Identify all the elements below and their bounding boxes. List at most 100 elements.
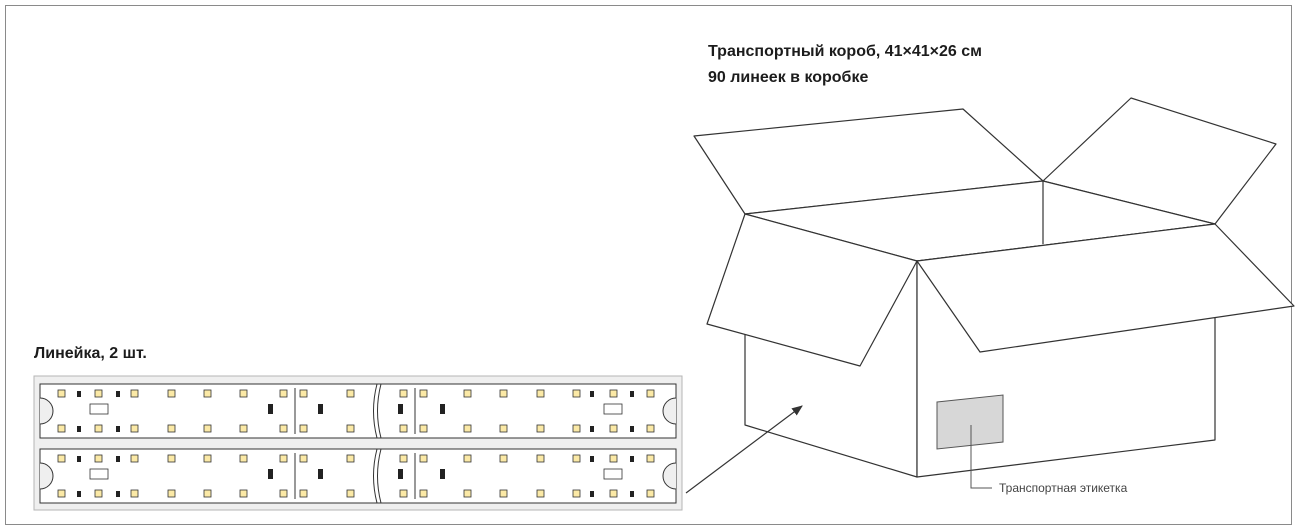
led-chip [94,389,103,398]
shipping-label [936,394,1004,450]
led-chip [499,389,508,398]
led-chip [203,489,212,498]
shipping-label-caption: Транспортная этикетка [999,481,1128,495]
led-chip [609,424,618,433]
strip-component [89,403,109,415]
led-chip [130,389,139,398]
resistor [630,491,634,497]
strip-component [89,468,109,480]
strip-cut-mark [377,383,382,439]
strip-title: Линейка, 2 шт. [34,345,147,362]
resistor [590,491,594,497]
led-chip [646,389,655,398]
led-chip [419,489,428,498]
led-strip [39,383,677,439]
led-chip [203,424,212,433]
connector-chip [268,404,273,414]
led-chip [239,389,248,398]
led-chip [299,454,308,463]
led-chip [94,424,103,433]
led-chip [57,389,66,398]
connector-chip [440,469,445,479]
strip-notch [39,397,54,425]
strip-board [39,383,677,439]
led-chip [536,454,545,463]
box-quantity-text: 90 линеек в коробке [708,69,869,86]
resistor [77,426,81,432]
strip-component [603,403,623,415]
resistor [116,426,120,432]
strip-component [603,468,623,480]
led-chip [239,489,248,498]
box-front-right-flap [916,223,1295,353]
connector-chip [318,404,323,414]
led-chip [203,389,212,398]
led-chip [130,489,139,498]
led-chip [499,454,508,463]
strip-notch [662,462,677,490]
led-chip [57,424,66,433]
led-chip [499,489,508,498]
led-chip [609,454,618,463]
connector-chip [268,469,273,479]
led-chip [346,454,355,463]
resistor [77,491,81,497]
led-chip [279,489,288,498]
strip-cut-mark [377,448,382,504]
resistor [590,426,594,432]
resistor [116,456,120,462]
resistor [116,491,120,497]
led-chip [399,424,408,433]
connector-chip [398,469,403,479]
led-chip [609,389,618,398]
resistor [77,456,81,462]
led-chip [167,454,176,463]
led-chip [536,389,545,398]
led-chip [239,454,248,463]
led-chip [572,454,581,463]
strip-notch [39,462,54,490]
led-chip [646,489,655,498]
led-chip [499,424,508,433]
resistor [590,456,594,462]
led-chip [299,424,308,433]
led-chip [572,424,581,433]
resistor [630,456,634,462]
strip-notch [662,397,677,425]
led-chip [399,454,408,463]
resistor [590,391,594,397]
resistor [77,391,81,397]
led-chip [399,389,408,398]
led-chip [536,424,545,433]
connector-chip [398,404,403,414]
resistor [630,426,634,432]
led-chip [399,489,408,498]
strip-cut-mark [373,448,378,504]
led-chip [279,424,288,433]
led-chip [203,454,212,463]
led-chip [130,424,139,433]
led-strip [39,448,677,504]
led-chip [299,389,308,398]
led-chip [463,424,472,433]
connector-chip [318,469,323,479]
led-chip [167,389,176,398]
led-chip [463,389,472,398]
box-front-left-flap [706,213,918,367]
resistor [116,391,120,397]
led-chip [346,489,355,498]
led-chip [646,454,655,463]
resistor [630,391,634,397]
led-chip [463,454,472,463]
strip-cut-mark [373,383,378,439]
led-chip [572,389,581,398]
led-chip [167,424,176,433]
led-chip [572,489,581,498]
led-chip [536,489,545,498]
label-leader-line [970,425,992,489]
led-chip [279,389,288,398]
connector-chip [440,404,445,414]
led-chip [94,489,103,498]
led-chip [94,454,103,463]
